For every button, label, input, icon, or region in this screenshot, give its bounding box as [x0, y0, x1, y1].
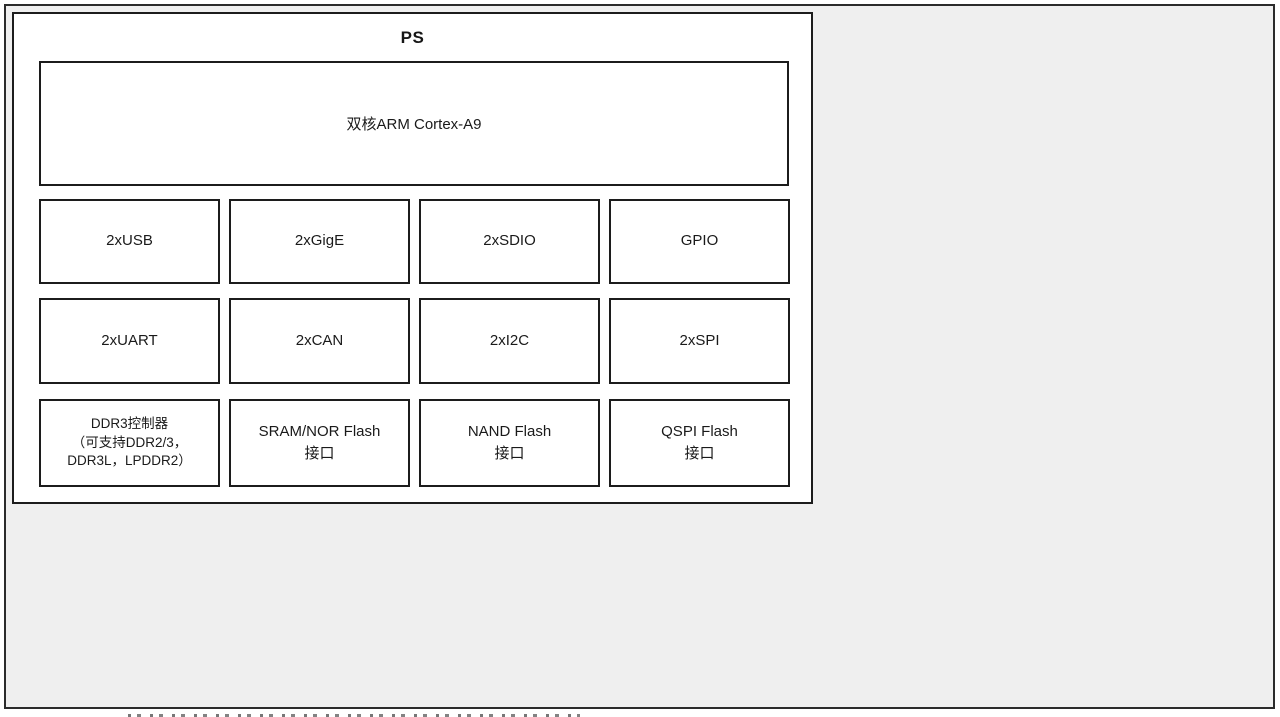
ps-title: PS	[400, 28, 425, 47]
block-gige: 2xGigE	[229, 199, 410, 284]
block-uart: 2xUART	[39, 298, 220, 384]
block-can: 2xCAN	[229, 298, 410, 384]
block-sdio: 2xSDIO	[419, 199, 600, 284]
block-sram-nor-flash-interface: SRAM/NOR Flash 接口	[229, 399, 410, 487]
ps-container: PS 双核ARM Cortex-A9 2xUSB 2xGigE 2xSDIO G…	[12, 12, 813, 504]
block-ddr3-controller: DDR3控制器 （可支持DDR2/3， DDR3L，LPDDR2）	[39, 399, 220, 487]
peripheral-row-1: 2xUSB 2xGigE 2xSDIO GPIO	[39, 199, 790, 284]
block-qspi-flash-interface: QSPI Flash 接口	[609, 399, 790, 487]
block-nand-flash-interface: NAND Flash 接口	[419, 399, 600, 487]
cutoff-text-fragment	[128, 714, 580, 717]
peripheral-row-2: 2xUART 2xCAN 2xI2C 2xSPI	[39, 298, 790, 384]
block-cpu-cortex-a9: 双核ARM Cortex-A9	[39, 61, 789, 186]
memory-interface-row: DDR3控制器 （可支持DDR2/3， DDR3L，LPDDR2） SRAM/N…	[39, 399, 790, 487]
block-usb: 2xUSB	[39, 199, 220, 284]
block-gpio: GPIO	[609, 199, 790, 284]
block-spi: 2xSPI	[609, 298, 790, 384]
block-i2c: 2xI2C	[419, 298, 600, 384]
diagram-canvas: PS 双核ARM Cortex-A9 2xUSB 2xGigE 2xSDIO G…	[4, 4, 1275, 709]
